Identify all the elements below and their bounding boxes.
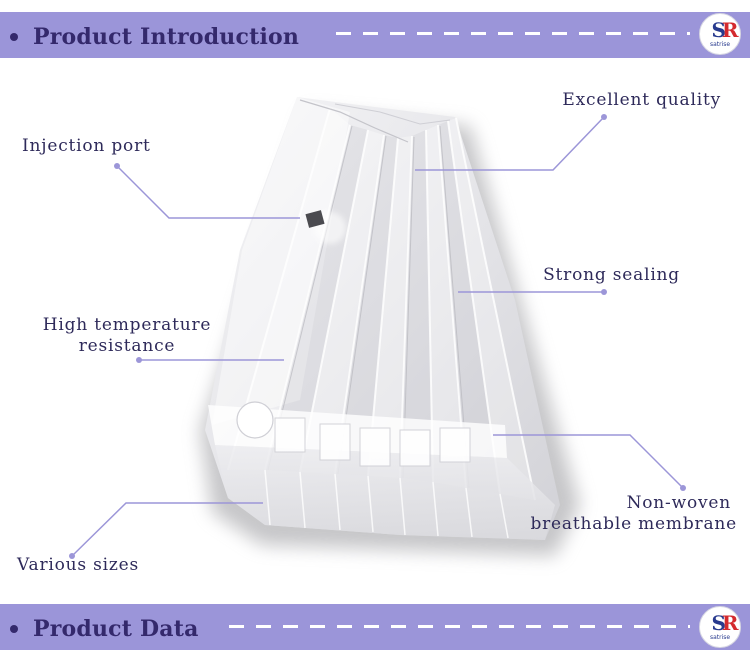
logo-letter-s: S: [711, 18, 726, 42]
membrane-square: [439, 427, 471, 463]
leader-dot-non-woven: [680, 485, 686, 491]
bag-strip: [300, 130, 384, 474]
bag-strips: [228, 108, 535, 500]
logo-brand-name: satrise: [709, 634, 731, 641]
bag-strip: [368, 136, 412, 478]
membrane-squares: [274, 417, 471, 467]
callout-high-temperature-line2: resistance: [78, 336, 176, 356]
leader-dot-injection-port: [114, 163, 120, 169]
dashed-rule: [229, 625, 690, 628]
callout-strong-sealing: Strong sealing: [543, 265, 680, 285]
bag-strip: [448, 118, 535, 500]
callout-excellent-quality: Excellent quality: [562, 90, 721, 110]
bag-bottom-edge: [367, 475, 374, 533]
bag-edge: [455, 117, 536, 501]
bag-bottom-edge: [499, 493, 509, 539]
section-banner-introduction: Product Introduction SR satrise: [0, 12, 750, 58]
membrane-square: [319, 423, 351, 461]
bag-strip: [265, 125, 368, 472]
bag-bottom-edge: [432, 481, 439, 537]
section-banner-data: Product Data SR satrise: [0, 604, 750, 650]
logo-initials: SR: [703, 19, 743, 41]
callout-high-temperature-line1: High temperature: [42, 315, 212, 335]
injection-port: [305, 210, 346, 244]
leader-line-various-sizes: [71, 502, 263, 557]
satrise-logo-icon: SR satrise: [699, 13, 741, 55]
leader-line-excellent-quality: [415, 116, 605, 171]
port-square: [305, 210, 325, 228]
membrane-square: [399, 429, 431, 467]
callout-non-woven-line1: Non-woven: [626, 493, 731, 513]
section-title: Product Data: [33, 616, 199, 642]
satrise-logo-icon: SR satrise: [699, 606, 741, 648]
logo-letter-s: S: [711, 611, 726, 635]
bag-strip: [426, 125, 466, 488]
bag-bottom-edge: [334, 473, 341, 531]
leader-dot-high-temperature: [136, 357, 142, 363]
membrane-square: [274, 417, 306, 453]
bag-top-crease: [334, 103, 451, 125]
dashed-rule: [336, 32, 690, 35]
logo-letter-r: R: [721, 611, 739, 635]
leader-dot-strong-sealing: [601, 289, 607, 295]
bag-bottom-edge: [399, 477, 406, 536]
leader-line-non-woven: [493, 434, 684, 489]
section-title: Product Introduction: [33, 24, 300, 50]
bag-strip: [438, 121, 500, 494]
bag-strip: [228, 108, 350, 470]
leader-line-injection-port: [116, 165, 300, 219]
bag-strip: [400, 130, 433, 482]
membrane-patch: [236, 401, 274, 439]
bag-top-crease: [299, 99, 409, 143]
bag-strip: [335, 135, 398, 476]
bag-bottom-edge: [264, 469, 271, 526]
bag-bottom-edge: [299, 471, 306, 529]
bag-bottom-edges: [264, 469, 509, 539]
leader-dot-excellent-quality: [601, 114, 607, 120]
logo-letter-r: R: [721, 18, 739, 42]
bullet-dot-icon: [10, 33, 18, 41]
callout-non-woven-line2: breathable membrane: [530, 514, 737, 534]
logo-brand-name: satrise: [709, 41, 731, 48]
callout-injection-port: Injection port: [22, 136, 151, 156]
bag-bottom-edge: [465, 487, 473, 538]
back-bag-highlight: [212, 97, 350, 425]
callout-various-sizes: Various sizes: [17, 555, 140, 575]
membrane-square: [359, 427, 391, 467]
bullet-dot-icon: [10, 625, 18, 633]
logo-initials: SR: [703, 612, 743, 634]
leader-dot-various-sizes: [69, 553, 75, 559]
